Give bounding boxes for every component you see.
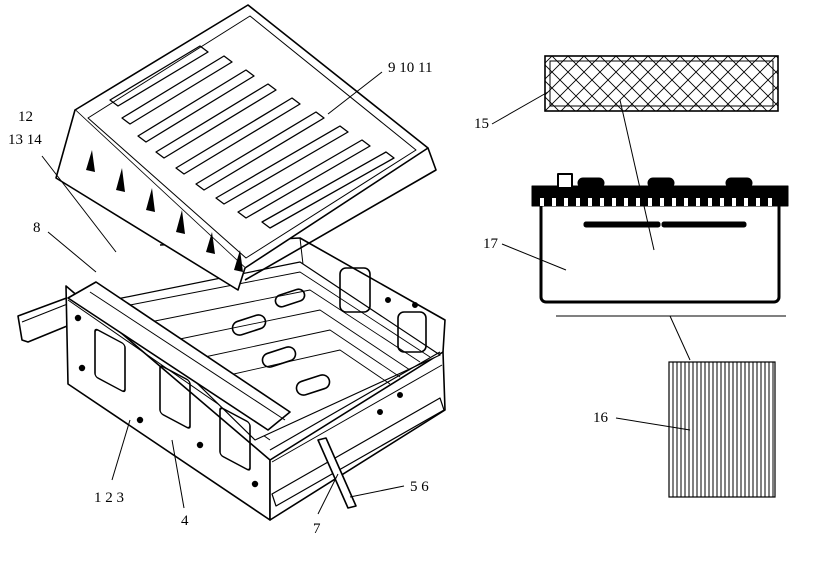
label-5-6: 5 6: [410, 479, 429, 495]
label-12: 12: [18, 109, 33, 125]
label-16: 16: [593, 410, 609, 426]
label-4: 4: [181, 513, 189, 529]
label-1-2-3: 1 2 3: [94, 490, 124, 506]
label-8: 8: [33, 220, 41, 236]
label-13-14: 13 14: [8, 132, 42, 148]
battery-box-lid: [55, 4, 437, 291]
leader-lines: [41, 71, 691, 515]
battery-cell: [531, 173, 789, 304]
pad-cross-hatched: [544, 55, 779, 112]
label-17: 17: [483, 236, 499, 252]
label-15: 15: [474, 116, 489, 132]
label-9-10-11: 9 10 11: [388, 60, 432, 76]
label-7: 7: [313, 521, 321, 537]
